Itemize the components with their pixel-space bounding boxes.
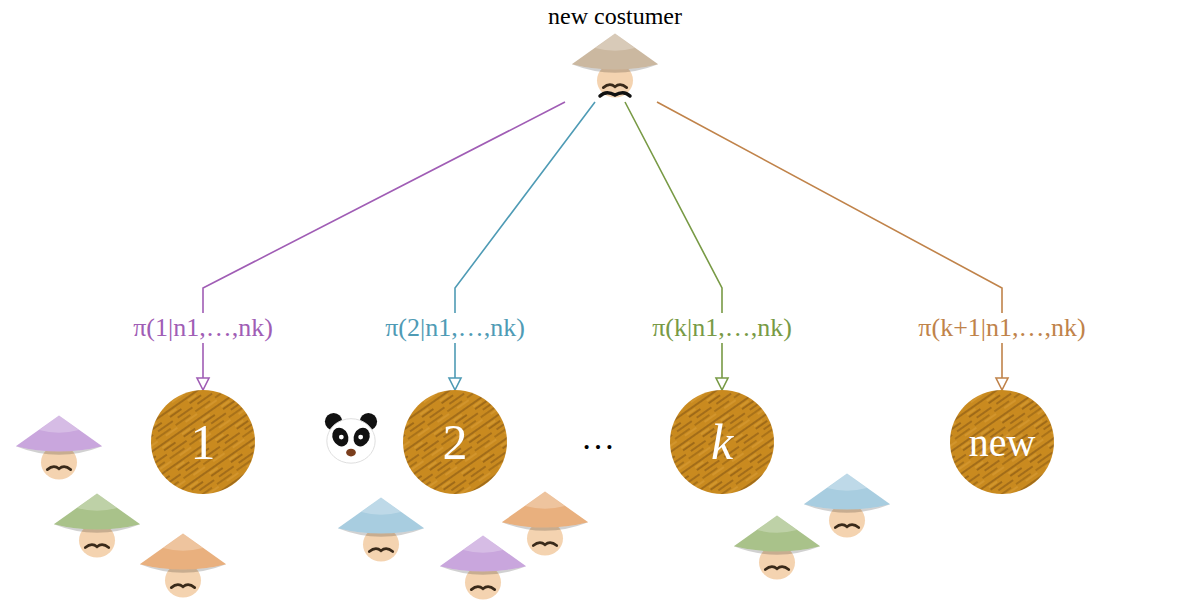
edge-label: π(k+1|n1,…,nk)	[914, 313, 1089, 343]
connector-arrow	[197, 102, 565, 390]
arrowhead	[716, 378, 728, 390]
ellipsis-label: …	[581, 419, 615, 457]
table-circle: new	[950, 390, 1054, 494]
customer-figure	[502, 492, 588, 556]
table-circle: k	[670, 390, 774, 494]
arrowhead	[449, 378, 461, 390]
table-number: new	[950, 390, 1054, 494]
customer-figure	[54, 494, 140, 558]
customer-figure	[16, 416, 102, 480]
node-heading: new costumer	[530, 2, 700, 30]
customer-node: new costumer	[530, 2, 700, 102]
customer-figure	[572, 34, 658, 98]
table-circle: 1	[151, 390, 255, 494]
customer-figure	[734, 516, 820, 580]
arrowhead	[197, 378, 209, 390]
customer-figure	[804, 474, 890, 538]
panda-figure	[325, 413, 377, 463]
edge-label: π(1|n1,…,nk)	[129, 313, 277, 343]
table-circle: 2	[403, 390, 507, 494]
connector-arrow	[449, 102, 595, 390]
arrowhead	[996, 378, 1008, 390]
table-number: 2	[403, 390, 507, 494]
table-number: k	[670, 390, 774, 494]
customer-figure	[338, 498, 424, 562]
connector-arrow	[625, 102, 728, 390]
table-number: 1	[151, 390, 255, 494]
edge-label: π(k|n1,…,nk)	[648, 313, 796, 343]
customer-figure	[140, 534, 226, 598]
mustache	[600, 93, 630, 96]
connector-arrow	[657, 102, 1008, 390]
edge-label: π(2|n1,…,nk)	[381, 313, 529, 343]
customer-figure	[440, 536, 526, 600]
